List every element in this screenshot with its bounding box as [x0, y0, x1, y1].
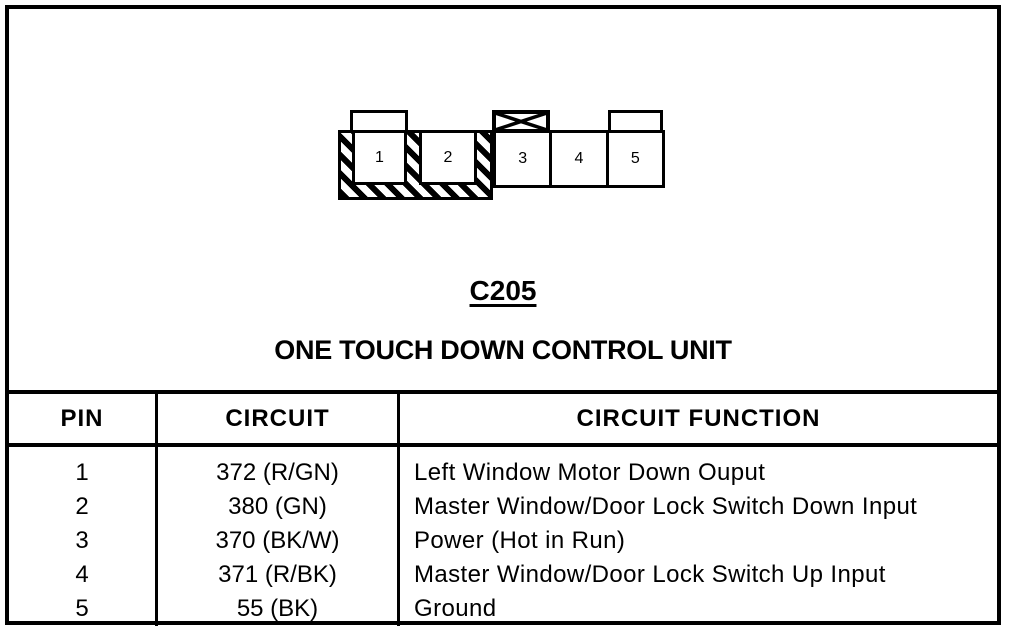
- table-row-function: Left Window Motor Down Ouput: [414, 459, 766, 486]
- connector-cavity-row: 3 4 5: [493, 130, 665, 188]
- connector-pin-2: 2: [419, 130, 477, 185]
- table-row-function: Ground: [414, 595, 497, 622]
- connector-tab-right: [608, 110, 663, 133]
- table-row-pin: 4: [75, 561, 89, 588]
- table-row-function: Power (Hot in Run): [414, 527, 626, 554]
- table-row-circuit: 380 (GN): [228, 493, 327, 520]
- document-border: 3 4 5 1 2: [5, 5, 1001, 626]
- pin-table-header: PIN CIRCUIT CIRCUIT FUNCTION: [9, 394, 997, 447]
- table-row-circuit: 371 (R/BK): [218, 561, 337, 588]
- connector-tab-left: [350, 110, 408, 133]
- table-row-circuit: 370 (BK/W): [215, 527, 340, 554]
- table-row-circuit: 372 (R/GN): [216, 459, 339, 486]
- pin-column: 1 2 3 4 5: [9, 447, 155, 626]
- pin-number: 1: [375, 148, 384, 166]
- pin-number: 4: [574, 150, 584, 167]
- table-row-pin: 3: [75, 527, 89, 554]
- circuit-function-column: Left Window Motor Down Ouput Master Wind…: [397, 447, 997, 626]
- connector-pin-3: 3: [496, 133, 550, 185]
- connector-pin-4: 4: [549, 133, 606, 185]
- connector-pin-5: 5: [605, 133, 662, 185]
- pin-table: PIN CIRCUIT CIRCUIT FUNCTION 1 2 3 4 5 3…: [9, 390, 997, 626]
- table-row-function: Master Window/Door Lock Switch Up Input: [414, 561, 886, 588]
- table-row-pin: 2: [75, 493, 89, 520]
- connector-pin-1: 1: [352, 130, 407, 185]
- pin-number: 3: [518, 150, 528, 167]
- table-row-pin: 1: [75, 459, 89, 486]
- table-row-pin: 5: [75, 595, 89, 622]
- header-circuit-function: CIRCUIT FUNCTION: [397, 394, 997, 443]
- table-row-circuit: 55 (BK): [236, 595, 319, 622]
- pin-number: 5: [630, 150, 640, 167]
- header-circuit: CIRCUIT: [155, 394, 397, 443]
- pin-number: 2: [443, 148, 453, 166]
- connector-id-text: C205: [469, 275, 537, 306]
- connector-diagram: 3 4 5 1 2: [338, 110, 666, 202]
- connector-title: ONE TOUCH DOWN CONTROL UNIT: [274, 335, 732, 365]
- connector-id: C205: [9, 275, 997, 307]
- header-pin: PIN: [60, 404, 104, 432]
- pin-table-body: 1 2 3 4 5 372 (R/GN) 380 (GN) 370 (BK/W)…: [9, 447, 997, 626]
- table-row-function: Master Window/Door Lock Switch Down Inpu…: [414, 493, 918, 520]
- circuit-column: 372 (R/GN) 380 (GN) 370 (BK/W) 371 (R/BK…: [155, 447, 397, 626]
- crossed-box-icon: [492, 110, 550, 133]
